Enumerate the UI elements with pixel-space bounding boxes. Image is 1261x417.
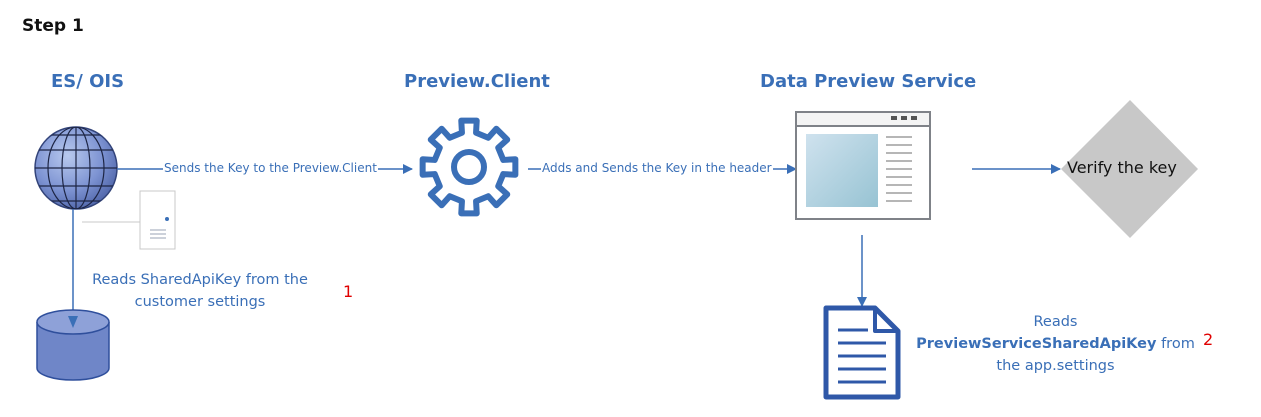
gear-icon xyxy=(419,117,519,217)
step-marker-1: 1 xyxy=(343,282,354,301)
customer-settings-note: Reads SharedApiKey from the customer set… xyxy=(78,269,322,313)
step-title: Step 1 xyxy=(22,16,84,36)
node-title-data-preview-service: Data Preview Service xyxy=(760,71,977,92)
node-title-preview-client: Preview.Client xyxy=(404,71,550,92)
app-settings-note-line1: Reads xyxy=(1033,314,1078,330)
step-marker-2: 2 xyxy=(1203,330,1214,349)
globe-icon xyxy=(34,126,118,210)
customer-settings-note-line1: Reads SharedApiKey from the xyxy=(92,272,308,288)
app-settings-key-name: PreviewServiceSharedApiKey xyxy=(916,336,1157,352)
verify-decision-diamond xyxy=(1061,100,1198,238)
server-card-icon xyxy=(82,190,176,250)
service-window-icon xyxy=(795,111,931,220)
app-settings-from: from xyxy=(1161,336,1195,352)
node-title-es-ois: ES/ OIS xyxy=(51,71,125,92)
customer-settings-note-line2: customer settings xyxy=(134,294,266,310)
verify-label: Verify the key xyxy=(1067,158,1177,177)
document-icon xyxy=(823,305,901,400)
app-settings-note-line2: PreviewServiceSharedApiKey from xyxy=(908,333,1203,355)
edge-label-to-data-preview-service: Adds and Sends the Key in the header xyxy=(541,161,773,175)
app-settings-note: Reads PreviewServiceSharedApiKey from th… xyxy=(908,311,1203,377)
edge-label-to-preview-client: Sends the Key to the Preview.Client xyxy=(163,161,378,175)
app-settings-note-line3: the app.settings xyxy=(996,358,1115,374)
